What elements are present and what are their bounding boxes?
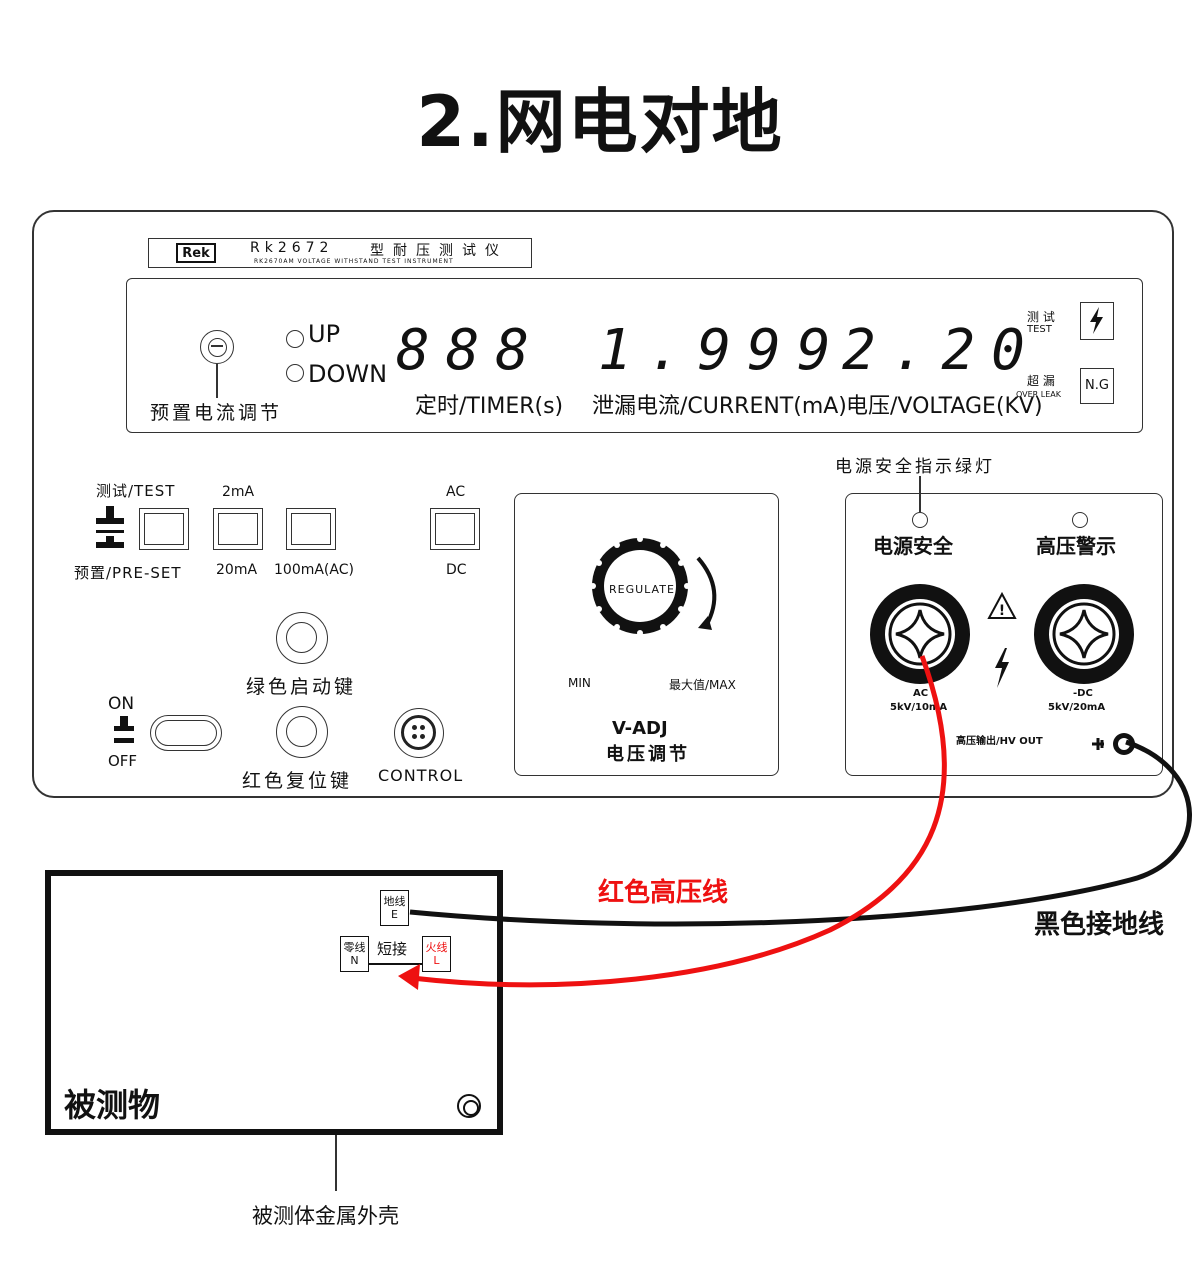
timer-label: 定时/TIMER(s) bbox=[415, 394, 564, 419]
ac-output-label: AC bbox=[913, 688, 929, 699]
dc-label: DC bbox=[446, 562, 467, 578]
test-indicator-label-cn: 测 试 bbox=[1027, 310, 1055, 324]
range-100ma-label: 100mA(AC) bbox=[274, 562, 354, 578]
down-label: DOWN bbox=[308, 360, 388, 388]
vadj-title-en: V-ADJ bbox=[612, 718, 668, 739]
power-safe-lamp bbox=[912, 512, 928, 528]
dc-output-terminal[interactable] bbox=[1032, 582, 1136, 686]
model-number: Rk2672 bbox=[250, 240, 334, 256]
test-switch-label: 测试/TEST bbox=[96, 482, 176, 500]
red-hv-wire bbox=[411, 655, 947, 988]
test-indicator-lamp bbox=[1080, 302, 1114, 340]
ac-label: AC bbox=[446, 484, 466, 500]
power-switch-symbol bbox=[114, 716, 134, 748]
down-indicator bbox=[286, 364, 304, 382]
hv-warning-lamp bbox=[1072, 512, 1088, 528]
voltage-adjust-panel bbox=[514, 493, 779, 776]
control-port[interactable] bbox=[394, 708, 444, 758]
hv-warning-label: 高压警示 bbox=[1036, 534, 1116, 558]
vadj-max-label: 最大值/MAX bbox=[669, 678, 736, 692]
dc-output-label: -DC bbox=[1073, 688, 1093, 699]
dc-output-spec: 5kV/20mA bbox=[1048, 702, 1106, 713]
page-title: 2.网电对地 bbox=[416, 81, 784, 163]
red-reset-label: 红色复位键 bbox=[242, 770, 353, 792]
short-link-label: 短接 bbox=[377, 940, 408, 958]
red-reset-button[interactable] bbox=[276, 706, 328, 758]
voltage-label: 电压/VOLTAGE(KV) bbox=[846, 394, 1043, 419]
case-leader-line bbox=[335, 1135, 337, 1191]
black-ground-wire bbox=[409, 739, 1192, 927]
lightning-icon bbox=[1090, 307, 1103, 334]
green-start-button[interactable] bbox=[276, 612, 328, 664]
short-link-line bbox=[369, 963, 422, 965]
timer-readout: 888 bbox=[396, 318, 546, 383]
safety-indicator-note: 电源安全指示绿灯 bbox=[835, 457, 995, 477]
power-on-label: ON bbox=[108, 694, 135, 714]
vadj-title-cn: 电压调节 bbox=[606, 744, 690, 765]
up-indicator bbox=[286, 330, 304, 348]
live-terminal-cn: 火线 bbox=[425, 941, 448, 954]
power-safe-label: 电源安全 bbox=[873, 534, 953, 558]
hv-out-label: 高压输出/HV OUT bbox=[956, 736, 1043, 747]
instrument-front-panel bbox=[32, 210, 1174, 798]
ac-output-spec: 5kV/10mA bbox=[890, 702, 948, 713]
neutral-terminal-cn: 零线 bbox=[343, 941, 366, 954]
test-preset-switch[interactable] bbox=[96, 506, 124, 550]
case-ground-screw bbox=[457, 1094, 481, 1118]
over-leak-label-en: OVER LEAK bbox=[1016, 390, 1062, 399]
neutral-terminal-en: N bbox=[350, 954, 359, 967]
hv-terminal-icon bbox=[870, 584, 970, 684]
device-under-test bbox=[45, 870, 503, 1135]
warning-triangle-icon: ! bbox=[987, 590, 1017, 690]
ng-indicator: N.G bbox=[1080, 368, 1114, 404]
power-off-label: OFF bbox=[108, 752, 138, 770]
earth-terminal: 地线 E bbox=[380, 890, 409, 926]
output-panel bbox=[845, 493, 1163, 776]
dut-label: 被测物 bbox=[64, 1086, 161, 1124]
earth-terminal-en: E bbox=[391, 908, 398, 921]
regulate-knob-graphic bbox=[590, 536, 717, 636]
preset-switch-label: 预置/PRE-SET bbox=[74, 564, 182, 582]
red-wire-arrowhead bbox=[398, 964, 420, 990]
test-button[interactable] bbox=[139, 508, 189, 550]
brand-logo: Rek bbox=[176, 243, 216, 263]
ac-output-terminal[interactable] bbox=[868, 582, 972, 686]
preset-current-knob[interactable] bbox=[200, 330, 234, 364]
test-indicator-label-en: TEST bbox=[1027, 324, 1052, 335]
vadj-min-label: MIN bbox=[568, 676, 591, 690]
current-readout: 1.999 bbox=[598, 318, 847, 383]
current-label: 泄漏电流/CURRENT(mA) bbox=[592, 394, 847, 419]
svg-text:!: ! bbox=[999, 603, 1005, 619]
power-switch[interactable] bbox=[150, 715, 222, 751]
control-label: CONTROL bbox=[378, 766, 464, 785]
range-20ma-label: 20mA bbox=[216, 562, 258, 578]
up-label: UP bbox=[308, 320, 341, 348]
range-20ma-button[interactable] bbox=[213, 508, 263, 550]
nameplate bbox=[148, 238, 532, 268]
model-name-cn: 型耐压测试仪 bbox=[370, 243, 508, 259]
live-terminal-en: L bbox=[433, 954, 440, 967]
neutral-terminal: 零线 N bbox=[340, 936, 369, 972]
regulate-knob[interactable] bbox=[588, 530, 717, 642]
range-2ma-label: 2mA bbox=[222, 484, 255, 500]
voltage-readout: 2.20 bbox=[842, 318, 1041, 383]
range-100ma-button[interactable] bbox=[286, 508, 336, 550]
model-name-en: RK2670AM VOLTAGE WITHSTAND TEST INSTRUME… bbox=[254, 258, 454, 265]
live-terminal: 火线 L bbox=[422, 936, 451, 972]
earth-terminal-cn: 地线 bbox=[383, 895, 406, 908]
red-wire-label: 红色高压线 bbox=[598, 878, 729, 908]
display-window bbox=[126, 278, 1143, 433]
black-wire-label: 黑色接地线 bbox=[1034, 910, 1165, 940]
hv-terminal-icon bbox=[1034, 584, 1134, 684]
regulate-label: REGULATE bbox=[609, 583, 675, 596]
preset-current-label: 预置电流调节 bbox=[150, 402, 283, 424]
leader-line bbox=[216, 364, 218, 398]
ac-dc-button[interactable] bbox=[430, 508, 480, 550]
safety-leader-line bbox=[919, 476, 921, 512]
over-leak-label-cn: 超 漏 bbox=[1027, 374, 1055, 388]
green-start-label: 绿色启动键 bbox=[246, 676, 357, 698]
case-note: 被测体金属外壳 bbox=[252, 1204, 399, 1228]
